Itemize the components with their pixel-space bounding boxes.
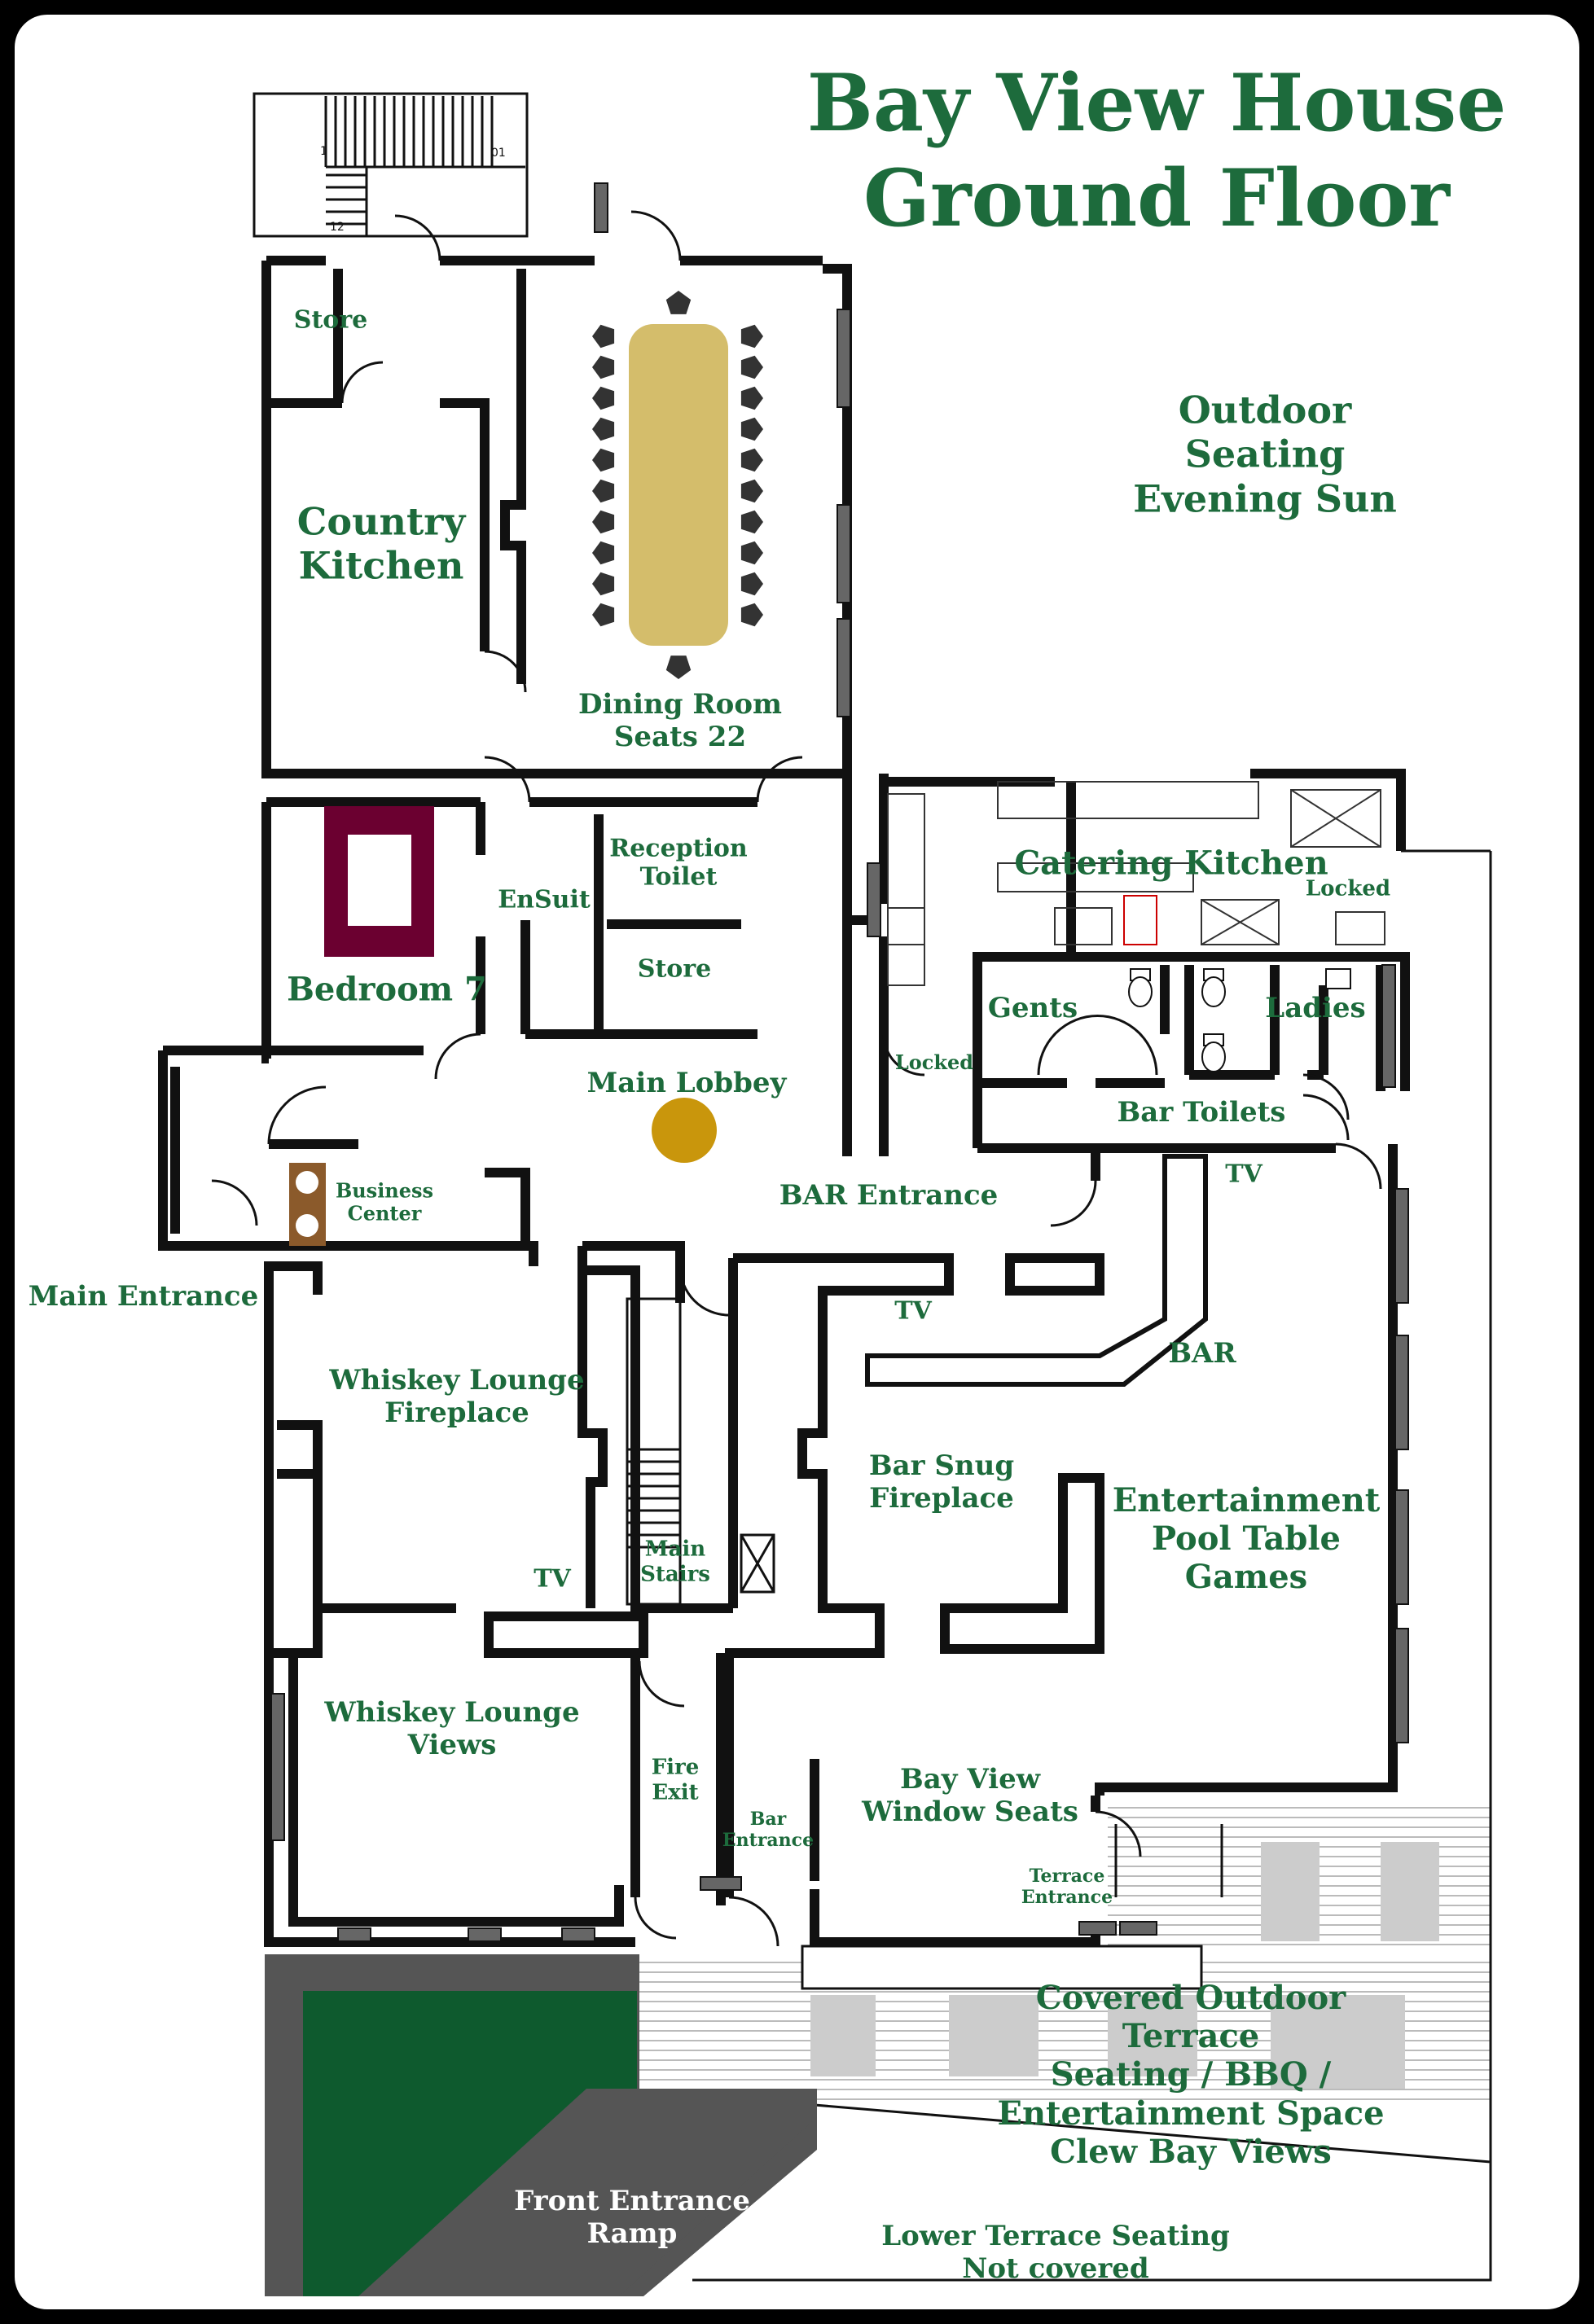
kitchen-fixtures xyxy=(887,781,1385,986)
exterior-stairs xyxy=(252,92,529,238)
label-store-top: Store xyxy=(293,305,368,335)
label-reception-toilet: Reception Toilet xyxy=(609,834,748,892)
label-terrace-entrance: Terrace Entrance xyxy=(1021,1866,1113,1908)
dining-chair xyxy=(740,572,763,596)
label-dining-room: Dining Room Seats 22 xyxy=(578,687,782,753)
dining-chair xyxy=(592,448,615,472)
main-stairs-treads xyxy=(626,1297,775,1606)
label-bay-view: Bay View Window Seats xyxy=(862,1762,1078,1828)
stair-number-bottom: 1 xyxy=(320,145,327,158)
label-covered-terrace: Covered Outdoor Terrace Seating / BBQ / … xyxy=(997,1979,1385,2171)
dining-chair xyxy=(592,572,615,596)
dining-chair xyxy=(592,386,615,410)
door-swings xyxy=(211,210,1382,1947)
dining-chair xyxy=(665,656,692,679)
label-tv-bar-top: TV xyxy=(1225,1160,1262,1189)
dining-chair xyxy=(592,479,615,503)
label-bar-entrance-bottom: Bar Entrance xyxy=(722,1809,815,1851)
label-front-ramp: Front Entrance Ramp xyxy=(514,2184,750,2250)
lower-terrace-outline xyxy=(692,2103,1492,2282)
label-bedroom-7: Bedroom 7 xyxy=(287,970,487,1009)
label-main-stairs: Main Stairs xyxy=(640,1537,710,1586)
dining-chair xyxy=(592,355,615,379)
dining-chair xyxy=(740,386,763,410)
dining-chair xyxy=(592,603,615,627)
building-walls xyxy=(158,256,1410,1947)
dining-chair xyxy=(740,541,763,565)
dining-table-set xyxy=(629,324,728,646)
dining-chair xyxy=(740,448,763,472)
label-lower-terrace: Lower Terrace Seating Not covered xyxy=(881,2219,1230,2285)
label-entertainment: Entertainment Pool Table Games xyxy=(1112,1481,1381,1597)
label-country-kitchen: Country Kitchen xyxy=(296,499,466,588)
stair-number-landing: 12 xyxy=(330,221,345,234)
bed xyxy=(324,806,434,957)
dining-chair xyxy=(740,417,763,441)
dining-chair xyxy=(592,541,615,565)
dining-chair xyxy=(740,510,763,534)
label-bar-snug: Bar Snug Fireplace xyxy=(868,1449,1015,1515)
label-bar-toilets: Bar Toilets xyxy=(1117,1095,1286,1129)
label-ladies: Ladies xyxy=(1265,991,1366,1024)
label-catering-kitchen: Catering Kitchen xyxy=(1014,844,1328,883)
dining-chair xyxy=(592,324,615,349)
dining-chair xyxy=(592,417,615,441)
label-whiskey-fireplace: Whiskey Lounge Fireplace xyxy=(329,1363,585,1429)
business-desk xyxy=(289,1163,326,1246)
front-entrance-ramp xyxy=(265,1954,817,2296)
terrace-door xyxy=(1114,1824,1223,1897)
plan-title: Bay View House Ground Floor xyxy=(807,55,1507,246)
label-business-center: Business Center xyxy=(335,1178,434,1226)
dining-chair xyxy=(665,291,692,314)
terrace-walkway xyxy=(801,1945,1203,1990)
stair-number-top: 01 xyxy=(491,147,506,160)
dining-chair xyxy=(740,603,763,627)
label-outdoor-seating: Outdoor Seating Evening Sun xyxy=(1133,388,1397,521)
dining-chair xyxy=(740,324,763,349)
label-gents: Gents xyxy=(987,991,1078,1024)
label-main-lobbey: Main Lobbey xyxy=(586,1066,787,1099)
lobby-marker xyxy=(652,1098,717,1163)
label-locked-bar: Locked xyxy=(894,1050,974,1074)
label-fire-exit: Fire Exit xyxy=(651,1755,700,1804)
label-bar-entrance-top: BAR Entrance xyxy=(779,1178,999,1212)
label-tv-whiskey: TV xyxy=(534,1564,571,1594)
label-ensuit: EnSuit xyxy=(498,885,591,914)
label-main-entrance: Main Entrance xyxy=(28,1279,259,1313)
label-store-mid: Store xyxy=(637,954,712,984)
label-locked-kitchen: Locked xyxy=(1305,876,1391,901)
dining-chair xyxy=(740,355,763,379)
dining-chair xyxy=(740,479,763,503)
title-line-2: Ground Floor xyxy=(863,152,1450,244)
dining-chair xyxy=(592,510,615,534)
title-line-1: Bay View House xyxy=(806,56,1507,149)
windows xyxy=(270,182,1409,1942)
toilet-fixtures xyxy=(1128,968,1351,1072)
label-whiskey-views: Whiskey Lounge Views xyxy=(324,1695,580,1761)
label-bar: BAR xyxy=(1168,1336,1236,1370)
dining-chairs xyxy=(592,291,763,679)
terrace-tables xyxy=(810,1842,1439,2089)
label-tv-snug: TV xyxy=(894,1296,932,1326)
